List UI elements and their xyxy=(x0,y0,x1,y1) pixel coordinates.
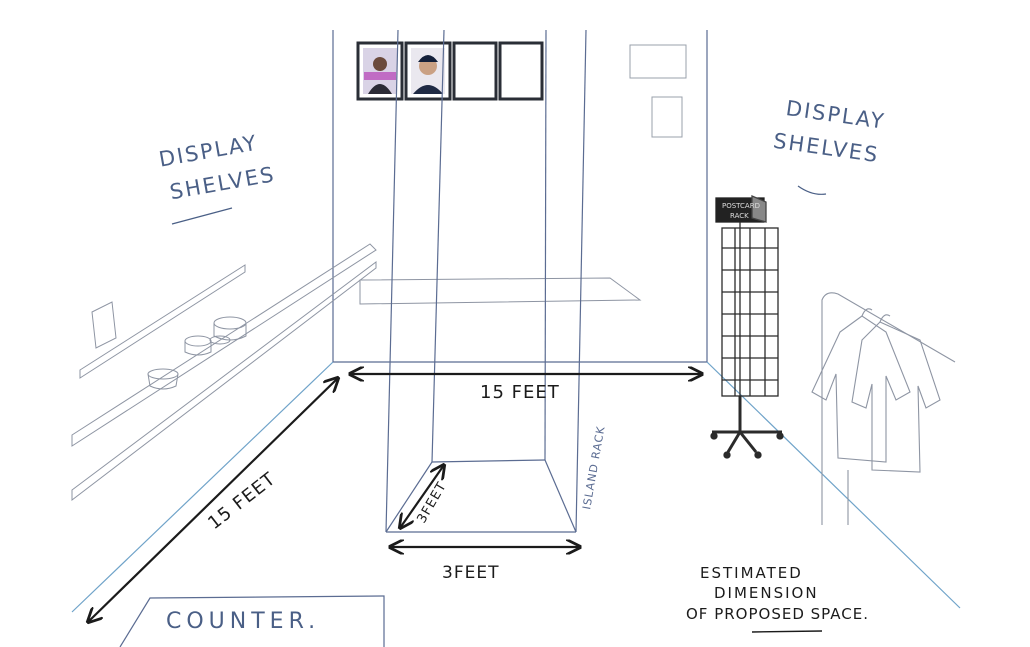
arrow-island-depth xyxy=(400,465,444,528)
svg-text:RACK: RACK xyxy=(730,212,749,220)
shirt-on-hanger-icon xyxy=(811,308,941,473)
label-side-wall-dimension: 15 FEET xyxy=(204,468,280,534)
svg-text:OF PROPOSED SPACE.: OF PROPOSED SPACE. xyxy=(686,605,869,623)
photo-frames xyxy=(356,41,544,101)
dimension-arrows xyxy=(88,374,702,622)
label-island-width: 3FEET xyxy=(442,563,499,583)
svg-text:POSTCARD: POSTCARD xyxy=(722,202,760,210)
label-island-depth: 3FEET xyxy=(414,479,450,526)
estimate-note: ESTIMATED DIMENSION OF PROPOSED SPACE. xyxy=(686,564,869,633)
postcard-rack-sign: POSTCARD RACK xyxy=(722,202,760,220)
svg-text:SHELVES: SHELVES xyxy=(772,129,881,168)
right-floor-edge xyxy=(706,361,961,609)
label-display-shelves-left: DISPLAY SHELVES xyxy=(157,131,277,205)
photo-frame-3 xyxy=(452,41,498,101)
arrow-side-wall xyxy=(88,378,338,622)
left-shelves xyxy=(71,243,377,502)
label-island-rack: ISLAND RACK xyxy=(580,425,608,511)
svg-text:ESTIMATED: ESTIMATED xyxy=(700,564,803,582)
svg-text:DIMENSION: DIMENSION xyxy=(714,584,819,602)
clothing-rack xyxy=(811,292,956,525)
label-back-wall-dimension: 15 FEET xyxy=(480,382,560,403)
back-wall-shelf xyxy=(359,277,642,305)
svg-text:DISPLAY: DISPLAY xyxy=(784,96,886,134)
postcard-rack xyxy=(710,195,784,459)
left-floor-edge xyxy=(71,361,334,613)
underline-left xyxy=(171,207,233,225)
counter xyxy=(119,595,385,647)
island-rack-outline xyxy=(385,29,587,533)
label-counter: COUNTER. xyxy=(166,609,320,634)
svg-text:DISPLAY: DISPLAY xyxy=(157,131,260,172)
photo-icon xyxy=(373,57,387,71)
wall-frames-pencil xyxy=(629,44,687,138)
svg-text:SHELVES: SHELVES xyxy=(168,162,277,204)
label-display-shelves-right: DISPLAY SHELVES xyxy=(772,96,887,168)
photo-frame-4 xyxy=(498,41,544,101)
underline-right xyxy=(797,185,827,195)
